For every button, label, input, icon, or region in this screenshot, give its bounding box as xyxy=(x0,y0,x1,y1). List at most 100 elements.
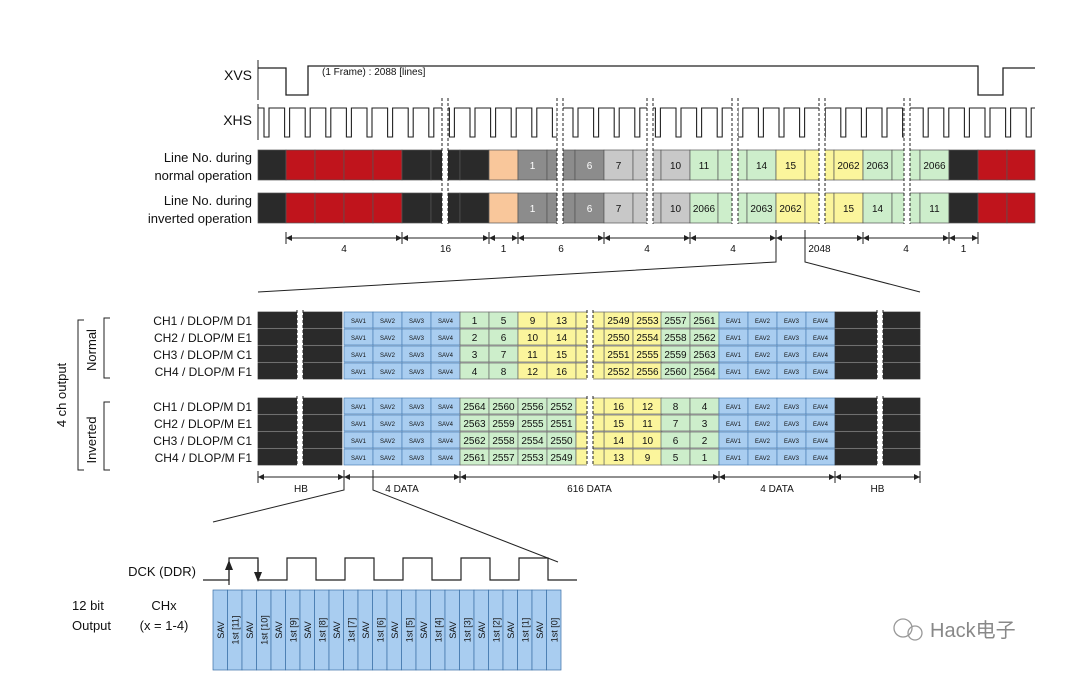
frame-note: (1 Frame) : 2088 [lines] xyxy=(322,67,426,78)
normal-frame-cell xyxy=(1006,149,1036,181)
frame-dim-0-arrow-left xyxy=(286,235,292,241)
normal-frame-cell xyxy=(919,149,950,181)
inverted-frame-cell xyxy=(603,192,634,224)
data-value: 1 xyxy=(702,453,708,464)
data-value: 14 xyxy=(556,333,568,344)
xhs-waveform xyxy=(258,107,1035,138)
channel-dim-label: HB xyxy=(871,484,885,495)
watermark-icon-b xyxy=(907,625,923,641)
sav-label: SAV2 xyxy=(380,319,396,325)
normal-line-number: 7 xyxy=(616,161,622,172)
bit-label: SAV xyxy=(361,621,371,638)
normal-frame-cell xyxy=(775,149,806,181)
data-value: 2564 xyxy=(463,402,486,413)
frame-dim-2-arrow-left xyxy=(489,235,495,241)
inverted-label-line1: Line No. during xyxy=(164,193,252,208)
bit-label: 1st [11] xyxy=(230,616,240,645)
normal-group-label: Normal xyxy=(84,329,99,371)
frame-break-4-gap xyxy=(819,98,825,224)
inverted-frame-cell xyxy=(401,192,432,224)
data-value: 5 xyxy=(501,316,507,327)
data-value: 15 xyxy=(613,419,625,430)
chx-label-line2: (x = 1-4) xyxy=(140,618,189,633)
eav-label: EAV1 xyxy=(726,319,742,325)
bit-label: 1st [9] xyxy=(288,618,298,643)
group-bracket xyxy=(77,319,84,471)
data-value: 2564 xyxy=(693,367,716,378)
channel-dim-label: HB xyxy=(294,484,308,495)
eav-label: EAV4 xyxy=(813,353,829,359)
channel-name: CH2 / DLOP/M E1 xyxy=(154,417,252,431)
normal-line-number: 1 xyxy=(530,161,536,172)
channel-dim-3-arrow-left xyxy=(719,474,725,480)
bit-label: 1st [6] xyxy=(375,618,385,643)
frame-dim-label: 2048 xyxy=(808,244,831,255)
data-value: 10 xyxy=(642,436,654,447)
channel-name: CH1 / DLOP/M D1 xyxy=(153,314,252,328)
inverted-line-number: 11 xyxy=(929,204,940,215)
frame-dim-7-arrow-right xyxy=(943,235,949,241)
channel-name: CH4 / DLOP/M F1 xyxy=(155,365,253,379)
data-value: 12 xyxy=(527,367,539,378)
inverted-line-number: 10 xyxy=(670,204,682,215)
inverted-line-number: 7 xyxy=(616,204,622,215)
frame-dim-label: 4 xyxy=(644,244,650,255)
channel-dim-0-arrow-right xyxy=(338,474,344,480)
sav-label: SAV4 xyxy=(438,422,454,428)
frame-dim-8-arrow-right xyxy=(972,235,978,241)
frame-dim-3-arrow-right xyxy=(598,235,604,241)
data-value: 11 xyxy=(642,419,653,430)
output-label-line2: Output xyxy=(72,618,111,633)
eav-label: EAV3 xyxy=(784,422,800,428)
bit-label: SAV xyxy=(477,621,487,638)
normal-line-number: 2062 xyxy=(837,161,860,172)
frame-dim-5-arrow-right xyxy=(770,235,776,241)
sav-label: SAV3 xyxy=(409,422,425,428)
data-value: 2558 xyxy=(664,333,687,344)
inverted-frame-cell xyxy=(746,192,777,224)
inverted-frame-cell xyxy=(285,192,316,224)
frame-dim-label: 4 xyxy=(903,244,909,255)
data-value: 2555 xyxy=(636,350,659,361)
channel-break-3-gap xyxy=(297,396,303,466)
inverted-line-number: 6 xyxy=(587,204,593,215)
inverted-frame-cell xyxy=(372,192,403,224)
data-value: 2561 xyxy=(693,316,716,327)
bit-label: SAV xyxy=(506,621,516,638)
data-value: 2563 xyxy=(463,419,486,430)
normal-frame-cell xyxy=(285,149,316,181)
data-value: 4 xyxy=(702,402,708,413)
normal-frame-cell xyxy=(574,149,605,181)
data-value: 2559 xyxy=(664,350,687,361)
sav-label: SAV2 xyxy=(380,353,396,359)
bit-label: 1st [10] xyxy=(259,615,269,645)
eav-label: EAV2 xyxy=(755,422,771,428)
eav-label: EAV2 xyxy=(755,456,771,462)
frame-dim-5-arrow-left xyxy=(690,235,696,241)
normal-frame-cell xyxy=(977,149,1008,181)
eav-label: EAV2 xyxy=(755,405,771,411)
channel-name: CH2 / DLOP/M E1 xyxy=(154,331,252,345)
sav-label: SAV3 xyxy=(409,456,425,462)
frame-dim-label: 6 xyxy=(558,244,564,255)
bit-label: SAV xyxy=(274,621,284,638)
data-value: 2552 xyxy=(550,402,573,413)
data-value: 3 xyxy=(472,350,478,361)
inverted-bracket xyxy=(103,401,110,471)
sav-label: SAV4 xyxy=(438,370,454,376)
frame-dim-4-arrow-right xyxy=(684,235,690,241)
data-value: 2561 xyxy=(463,453,486,464)
chx-label-line1: CHx xyxy=(151,598,177,613)
data-value: 4 xyxy=(472,367,478,378)
sav-label: SAV4 xyxy=(438,456,454,462)
data-value: 2556 xyxy=(636,367,659,378)
sav-label: SAV4 xyxy=(438,439,454,445)
inverted-line-number: 2066 xyxy=(693,204,716,215)
sav-label: SAV4 xyxy=(438,319,454,325)
data-value: 2550 xyxy=(550,436,573,447)
normal-frame-cell xyxy=(517,149,548,181)
channel-break-0-gap xyxy=(297,310,303,380)
normal-frame-cell xyxy=(948,149,979,181)
bit-label: SAV xyxy=(535,621,545,638)
